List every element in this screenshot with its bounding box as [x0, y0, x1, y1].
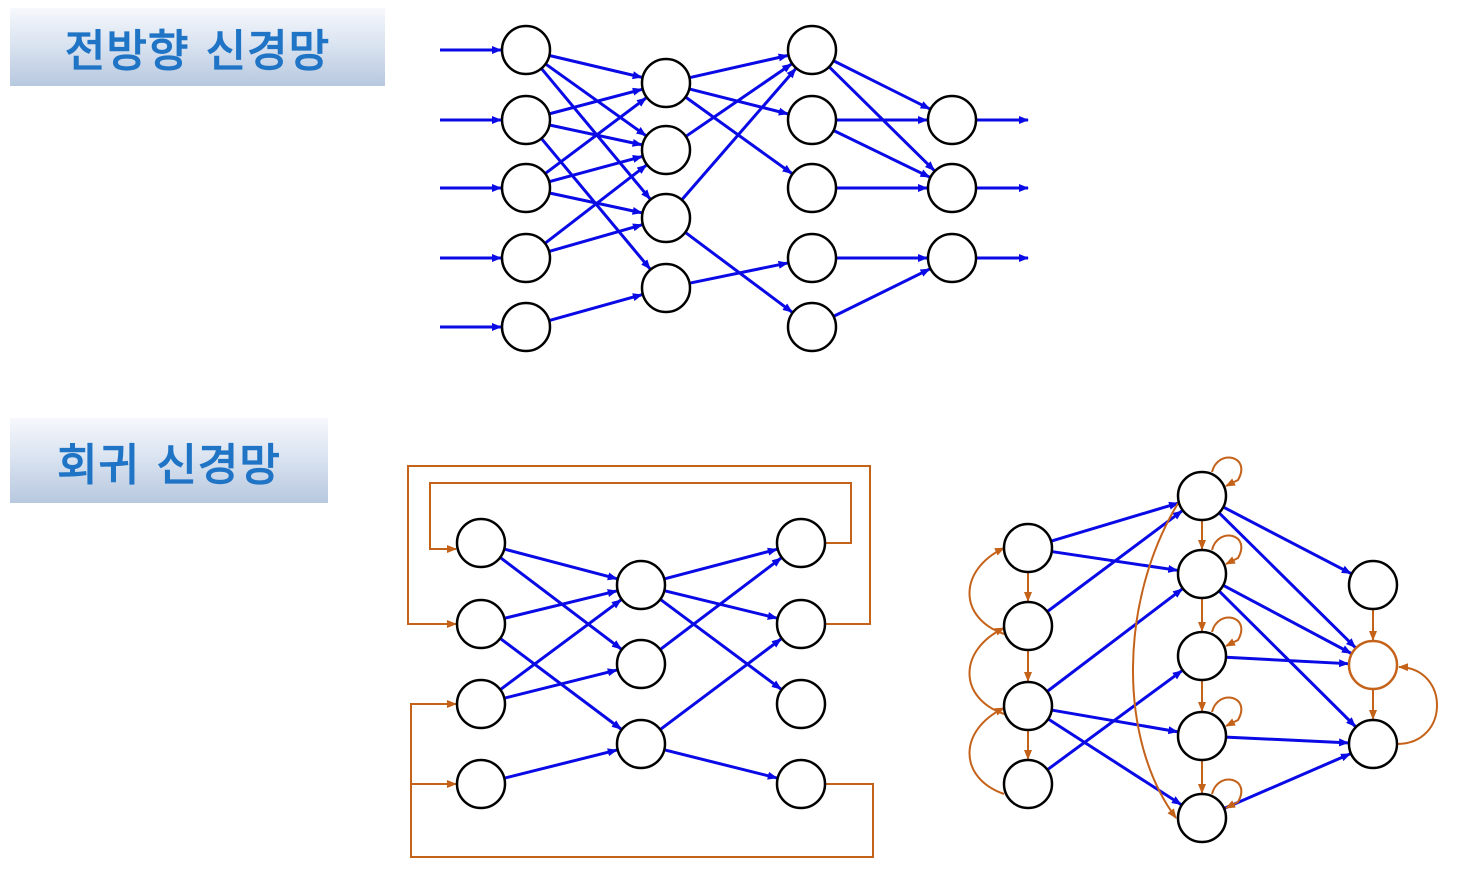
node-rr-a4 — [1002, 758, 1054, 810]
node-rn-h3 — [615, 718, 667, 770]
node-ff-h1-2 — [640, 124, 692, 176]
edge-rn-in3-to-rn-h1 — [499, 598, 622, 691]
edge-ff-h1-2-to-ff-h2-1 — [684, 62, 793, 138]
rr-long-arc-b1-to-b5 — [1132, 499, 1181, 819]
node-ff-h2-1 — [786, 24, 838, 76]
edge-ff-in4-to-ff-h1-2 — [544, 164, 648, 245]
node-rn-out2 — [775, 598, 827, 650]
rn-feedback-out2-to-in2 — [407, 465, 871, 628]
rr-arc-a2-to-a1 — [968, 547, 1005, 635]
rr-self-loop-b1 — [1211, 456, 1243, 487]
node-ff-h2-4 — [786, 232, 838, 284]
edge-ff-in3-to-ff-h1-2 — [548, 155, 643, 184]
rn-feedback-out4-to-in3 — [410, 700, 874, 858]
rr-self-loop-b2 — [1211, 534, 1243, 565]
node-rr-b2 — [1176, 548, 1228, 600]
node-rr-b3 — [1176, 630, 1228, 682]
rr-self-loop-b5 — [1211, 778, 1243, 809]
edge-ff-h1-4-to-ff-h2-4 — [689, 260, 789, 285]
edge-rr-a3-to-rr-b2 — [1046, 587, 1183, 693]
node-ff-h2-2 — [786, 94, 838, 146]
feedforward-network-title-text: 전방향 신경망 — [64, 26, 331, 77]
edge-rr-a4-to-rr-b3 — [1046, 669, 1183, 771]
node-ff-out3 — [926, 232, 978, 284]
node-rn-out1 — [775, 517, 827, 569]
node-ff-h2-3 — [786, 162, 838, 214]
node-ff-in1 — [500, 24, 552, 76]
edge-ff-in2-to-ff-h1-1 — [548, 87, 643, 116]
node-rr-b5 — [1176, 792, 1228, 844]
recurrent-network-title: 회귀 신경망 — [10, 418, 328, 503]
rn-feedback-out1-to-in1 — [429, 482, 852, 553]
edge-ff-h2-5-to-ff-out3 — [832, 267, 931, 318]
node-rr-b4 — [1176, 710, 1228, 762]
edge-rr-b2-to-rr-c2 — [1222, 583, 1352, 655]
node-ff-h1-1 — [640, 57, 692, 109]
node-ff-out1 — [926, 94, 978, 146]
node-rn-in2 — [455, 598, 507, 650]
edge-rn-in4-to-rn-h3 — [503, 748, 618, 780]
rr-arc-a3-to-a2 — [968, 627, 1005, 715]
edge-rr-b3-to-rr-c2 — [1225, 655, 1350, 668]
edge-rr-a2-to-rr-b1 — [1046, 509, 1183, 613]
node-rr-a3 — [1002, 680, 1054, 732]
edge-rr-a1-to-rr-b1 — [1050, 501, 1180, 543]
edge-rn-in2-to-rn-h1 — [503, 589, 618, 620]
edge-rr-a3-to-rr-b5 — [1047, 717, 1182, 806]
node-ff-h2-5 — [786, 301, 838, 353]
node-rr-b1 — [1176, 470, 1228, 522]
edge-ff-h2-1-to-ff-out1 — [832, 59, 931, 111]
node-ff-out2 — [926, 162, 978, 214]
rr-self-loop-b3 — [1211, 616, 1243, 647]
recurrent-network-title-text: 회귀 신경망 — [57, 439, 281, 491]
edge-ff-h1-1-to-ff-h2-1 — [689, 53, 789, 80]
node-ff-h1-3 — [640, 192, 692, 244]
node-rr-c2 — [1347, 639, 1399, 691]
feedforward-network-title: 전방향 신경망 — [10, 8, 385, 86]
node-ff-in4 — [500, 232, 552, 284]
node-rn-in1 — [455, 517, 507, 569]
edge-rr-b1-to-rr-c1 — [1222, 505, 1352, 575]
edge-rn-h1-to-rn-out3 — [659, 598, 782, 691]
node-rr-c1 — [1347, 559, 1399, 611]
node-rn-in4 — [455, 758, 507, 810]
node-ff-in3 — [500, 162, 552, 214]
edge-ff-h1-3-to-ff-h2-1 — [680, 67, 797, 201]
edge-rr-b2-to-rr-c3 — [1217, 589, 1357, 728]
edge-ff-h2-2-to-ff-out2 — [832, 129, 931, 179]
rr-arc-a4-to-a3 — [968, 707, 1005, 795]
edge-rn-h1-to-rn-out1 — [663, 547, 778, 581]
edge-rr-b5-to-rr-c3 — [1223, 752, 1351, 810]
node-rr-c3 — [1347, 718, 1399, 770]
node-rr-a2 — [1002, 600, 1054, 652]
node-ff-in2 — [500, 94, 552, 146]
rr-self-loop-b4 — [1211, 696, 1243, 727]
edge-rn-in3-to-rn-h2 — [503, 668, 618, 700]
node-ff-h1-4 — [640, 262, 692, 314]
edge-ff-in1-to-ff-h1-1 — [549, 54, 643, 80]
edge-ff-in3-to-ff-h1-1 — [544, 96, 647, 175]
node-ff-in5 — [500, 301, 552, 353]
edge-rn-h3-to-rn-out4 — [663, 748, 778, 780]
edge-ff-in5-to-ff-h1-4 — [548, 293, 643, 323]
node-rn-h1 — [615, 559, 667, 611]
rr-self-loop-c3-to-c2 — [1396, 663, 1438, 745]
edge-rr-b1-to-rr-c2 — [1218, 511, 1357, 649]
edge-rn-h2-to-rn-out1 — [659, 556, 782, 651]
edge-rr-b4-to-rr-c3 — [1225, 735, 1350, 747]
edge-ff-in4-to-ff-h1-3 — [548, 223, 643, 253]
node-rn-in3 — [455, 678, 507, 730]
node-rn-out4 — [775, 758, 827, 810]
node-rn-out3 — [775, 678, 827, 730]
node-rr-a1 — [1002, 522, 1054, 574]
edge-ff-in1-to-ff-h1-2 — [544, 62, 647, 137]
edge-rn-in1-to-rn-h1 — [503, 547, 618, 581]
node-rn-h2 — [615, 638, 667, 690]
edge-rn-h3-to-rn-out2 — [659, 637, 782, 731]
